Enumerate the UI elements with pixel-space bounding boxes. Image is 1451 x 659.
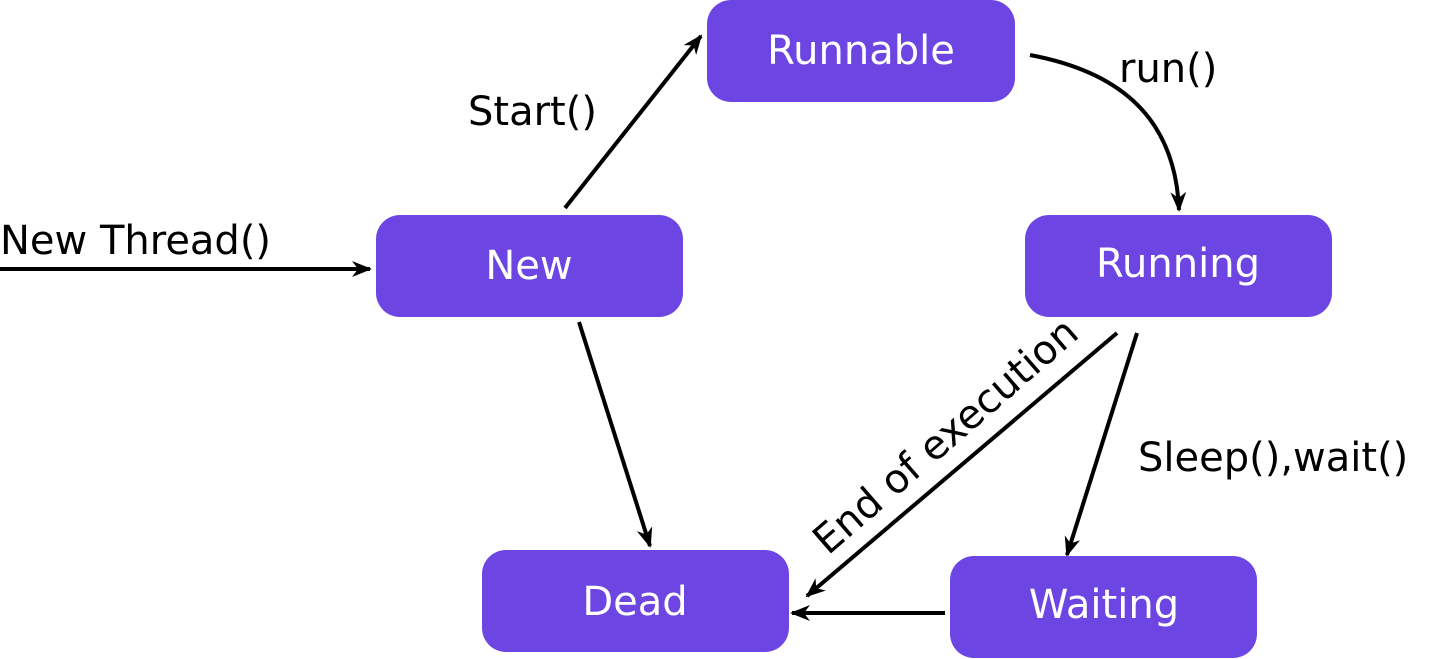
edge-end-of-execution-arrow xyxy=(805,331,1119,598)
edge-label-end-of-execution: End of execution xyxy=(804,309,1087,563)
node-dead: Dead xyxy=(482,550,789,652)
node-waiting: Waiting xyxy=(950,556,1257,658)
node-runnable: Runnable xyxy=(707,0,1015,102)
edge-start-arrow xyxy=(563,34,703,210)
node-runnable-label: Runnable xyxy=(767,28,955,74)
node-dead-label: Dead xyxy=(582,579,687,625)
edge-label-run: run() xyxy=(1119,46,1217,92)
edge-new-to-dead-arrow xyxy=(577,321,653,548)
node-new: New xyxy=(376,215,683,317)
edges xyxy=(0,34,1187,621)
node-dead-box xyxy=(482,550,789,652)
node-running: Running xyxy=(1025,215,1332,317)
node-running-label: Running xyxy=(1096,241,1260,287)
node-waiting-box xyxy=(950,556,1257,658)
node-runnable-box xyxy=(707,0,1015,102)
edge-run-arrow xyxy=(1029,53,1187,212)
edge-label-new-thread: New Thread() xyxy=(0,218,271,264)
edge-label-sleep-wait: Sleep(),wait() xyxy=(1138,435,1408,481)
node-waiting-label: Waiting xyxy=(1029,582,1179,628)
node-new-label: New xyxy=(485,243,572,289)
edge-sleep-wait-arrow xyxy=(1064,332,1139,557)
edge-label-start: Start() xyxy=(468,89,597,135)
node-new-box xyxy=(376,215,683,317)
node-running-box xyxy=(1025,215,1332,317)
